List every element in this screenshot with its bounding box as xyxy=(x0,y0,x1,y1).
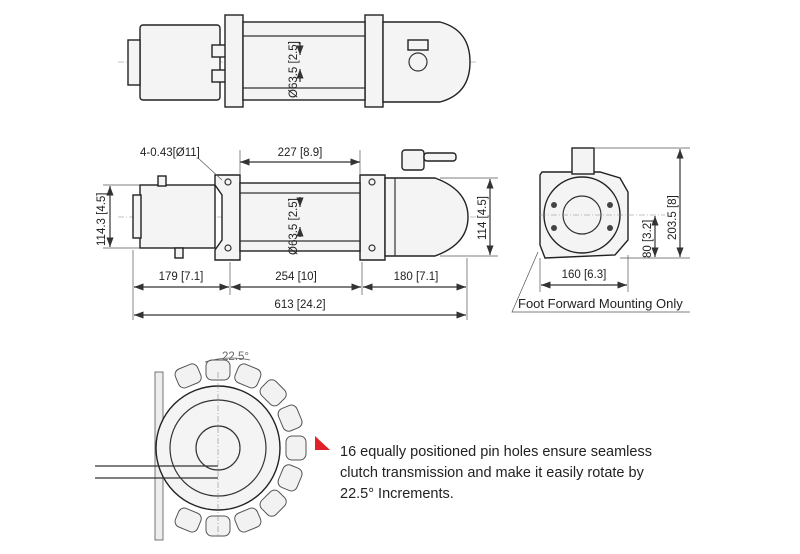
description-line-2: clutch transmission and make it easily r… xyxy=(340,465,645,481)
end-width-label: 160 [6.3] xyxy=(562,269,607,281)
pin-hole-lobe xyxy=(259,489,287,517)
gearbox-length-label: 180 [7.1] xyxy=(394,271,439,283)
center-height-label: 80 [3.2] xyxy=(642,220,654,258)
overall-height-label: 203.5 [8] xyxy=(667,195,679,240)
gearbox-height-label: 114 [4.5] xyxy=(477,196,489,240)
top-view: Ø63.5 [2.5] xyxy=(118,14,478,108)
side-view: 227 [8.9] 4-0.43[Ø11] Ø63.5 [2.5] 114.3 … xyxy=(96,147,498,320)
drum-length-label: 254 [10] xyxy=(275,271,317,283)
pin-hole-lobe xyxy=(174,363,202,389)
motor-height-label: 114.3 [4.5] xyxy=(96,193,108,247)
red-marker-icon xyxy=(315,436,330,450)
pin-hole-lobe xyxy=(277,464,303,492)
pin-hole-lobe xyxy=(174,507,202,533)
pin-hole-lobe xyxy=(285,435,307,461)
pin-hole-lobe xyxy=(234,363,262,389)
overall-length-label: 613 [24.2] xyxy=(274,299,325,311)
pin-hole-lobe xyxy=(234,507,262,533)
pin-hole-lobe xyxy=(277,404,303,432)
pin-hole-lobe xyxy=(259,379,287,407)
description-line-3: 22.5° Increments. xyxy=(340,486,454,502)
top-drum-diameter-label: Ø63.5 [2.5] xyxy=(288,41,300,98)
mount-holes-label: 4-0.43[Ø11] xyxy=(140,147,200,159)
clutch-detail-view: 22.5° xyxy=(95,351,307,541)
motor-length-label: 179 [7.1] xyxy=(159,271,204,283)
mounting-note: Foot Forward Mounting Only xyxy=(518,296,683,311)
side-drum-diameter-label: Ø63.5 [2.5] xyxy=(288,198,300,255)
bolt-spacing-label: 227 [8.9] xyxy=(278,147,323,159)
end-view: 203.5 [8] 80 [3.2] 160 [6.3] Foot Forwar… xyxy=(511,147,690,313)
description-line-1: 16 equally positioned pin holes ensure s… xyxy=(340,444,652,460)
angle-label: 22.5° xyxy=(222,351,249,363)
